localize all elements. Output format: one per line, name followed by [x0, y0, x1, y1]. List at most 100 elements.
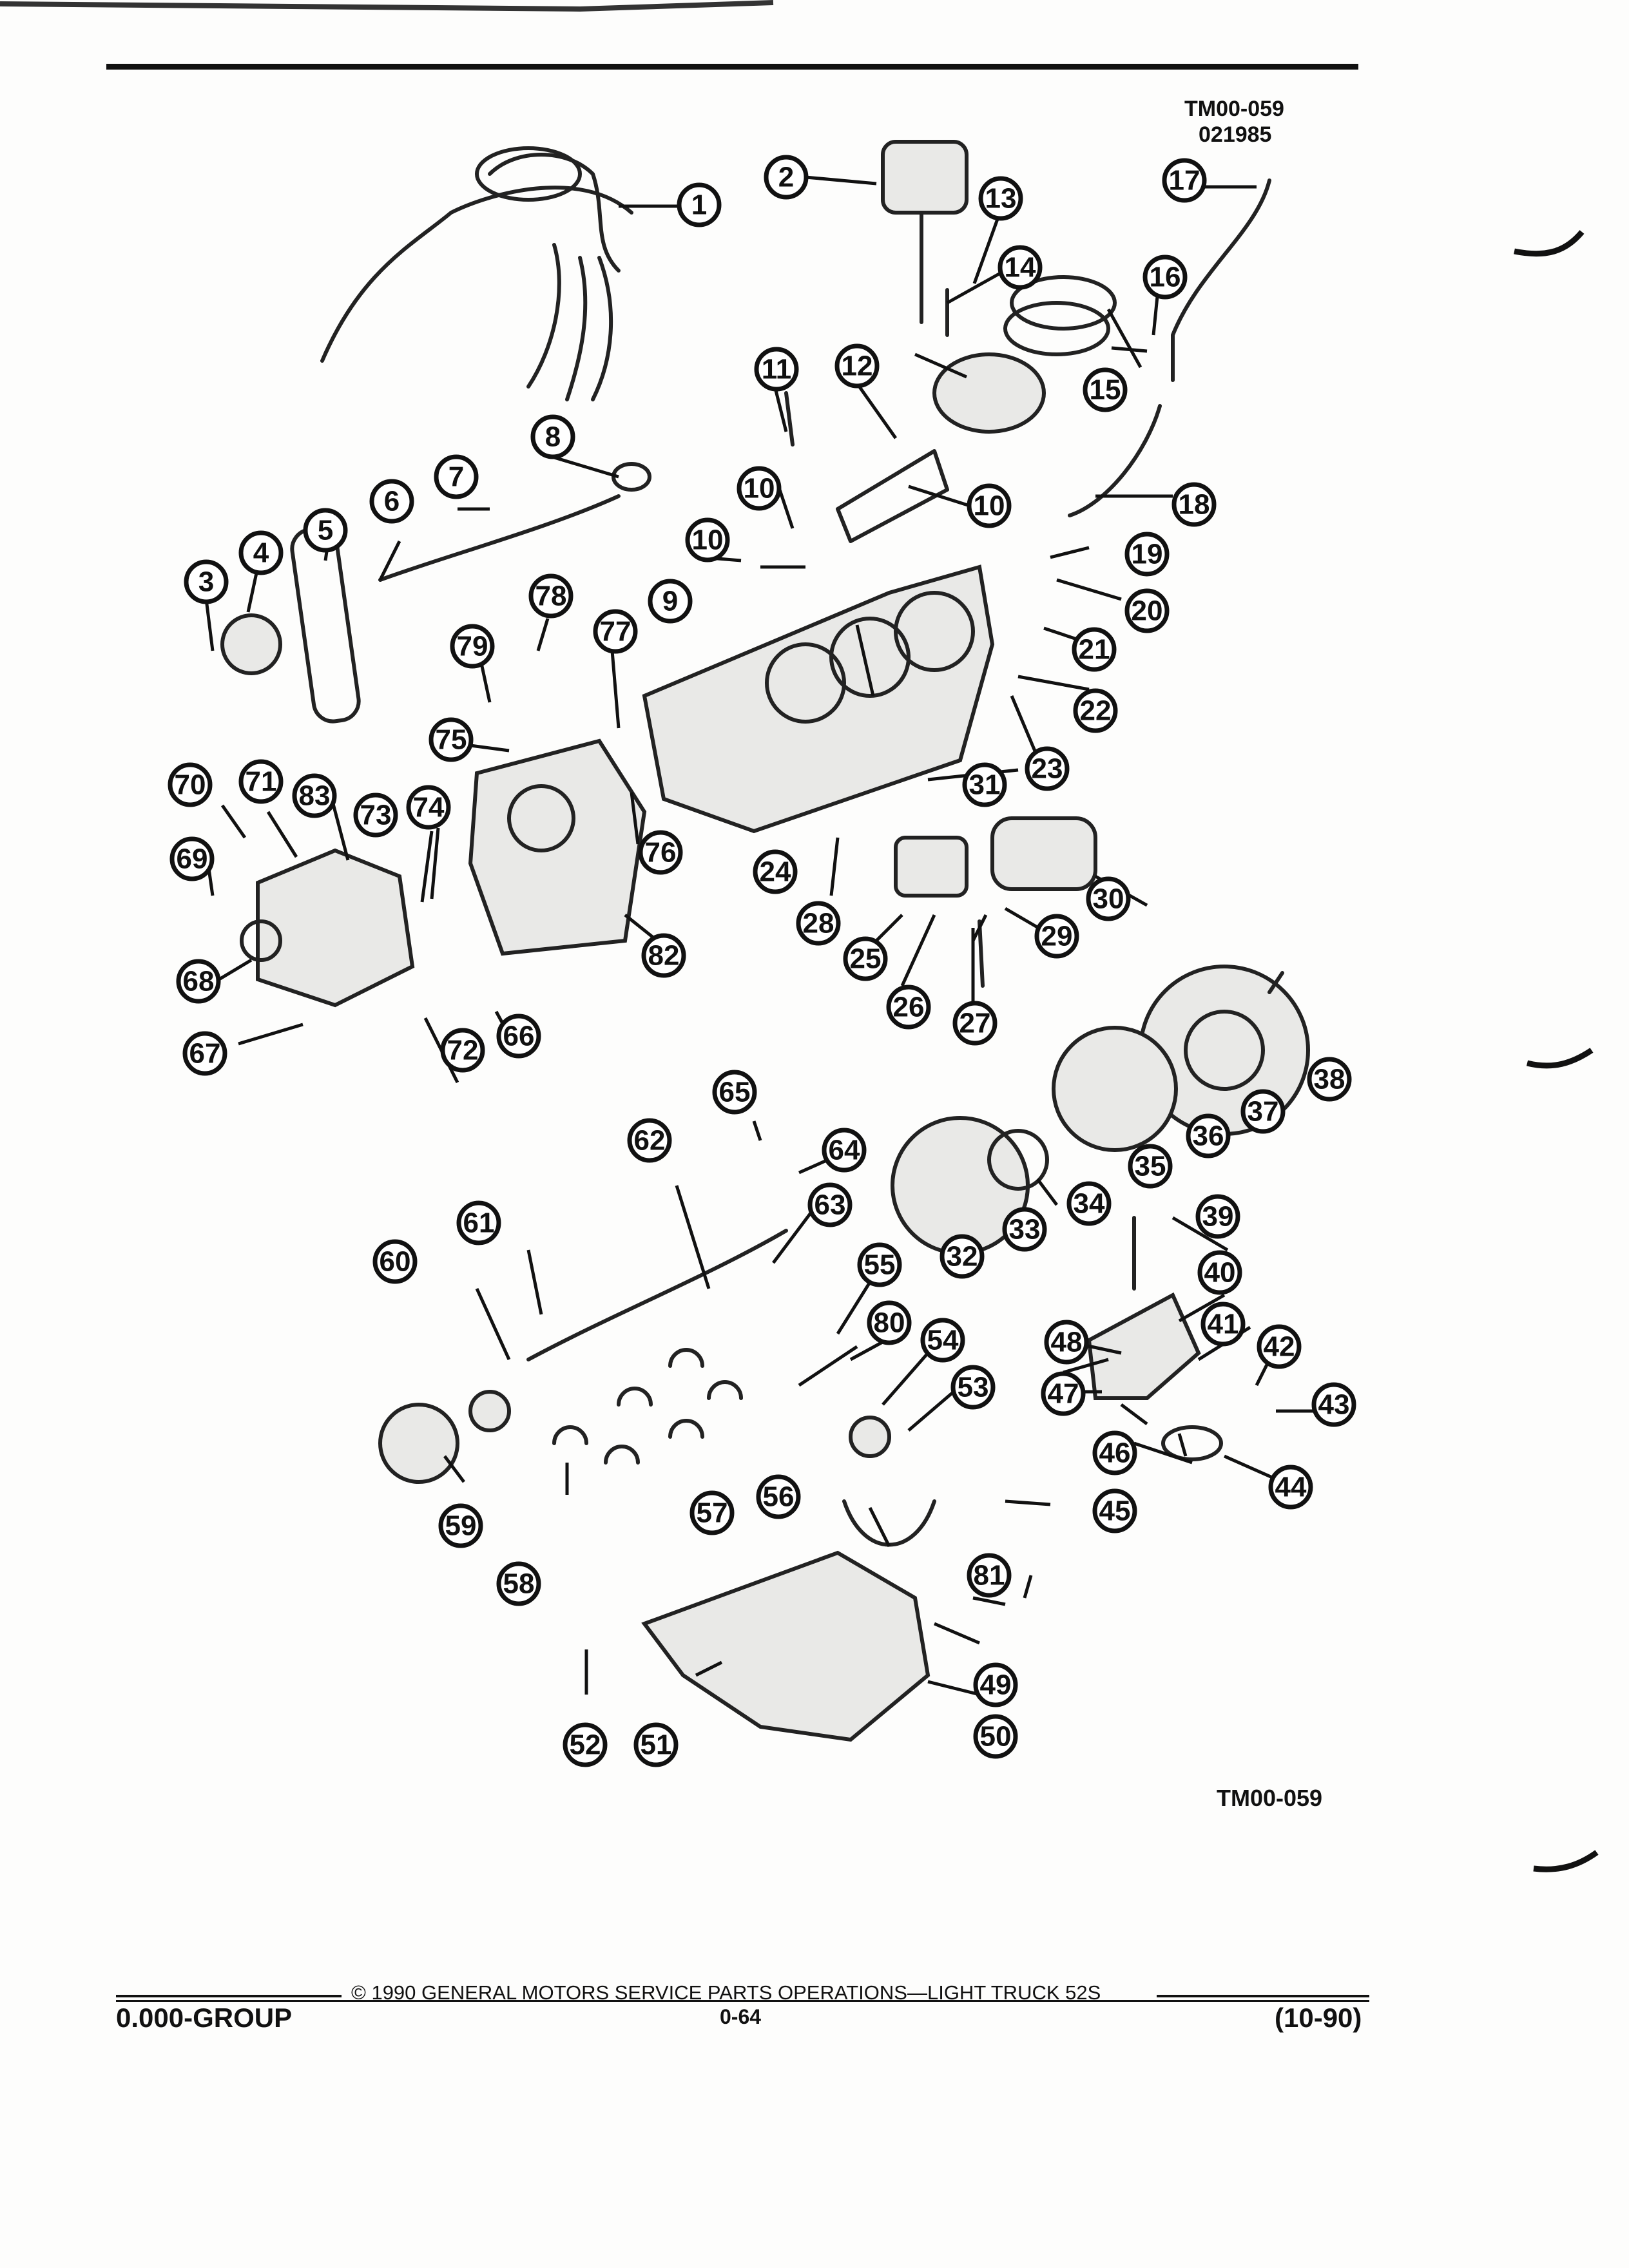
callout-35: 34 [1066, 1181, 1112, 1226]
svg-text:17: 17 [1169, 165, 1200, 197]
svg-text:7: 7 [448, 461, 464, 493]
callout-79: 78 [528, 573, 574, 619]
callout-42: 41 [1200, 1302, 1246, 1347]
callout-11: 10 [737, 466, 782, 511]
callout-22: 21 [1072, 627, 1117, 672]
callout-38: 37 [1240, 1089, 1286, 1134]
svg-text:48: 48 [1051, 1327, 1083, 1358]
callout-74: 73 [353, 793, 398, 838]
svg-text:22: 22 [1080, 695, 1112, 727]
callout-68: 67 [182, 1031, 227, 1076]
group-label: 0.000-GROUP [116, 2003, 293, 2033]
callout-76: 75 [429, 717, 474, 762]
svg-text:10: 10 [974, 490, 1005, 522]
svg-text:44: 44 [1275, 1472, 1307, 1503]
callout-41: 40 [1197, 1250, 1242, 1295]
figure-id-top: TM00-059 [1184, 97, 1284, 121]
callout-72: 71 [238, 759, 284, 804]
page-number: 0-64 [720, 2005, 762, 2028]
callout-53: 52 [563, 1722, 608, 1767]
callout-51: 50 [973, 1714, 1018, 1759]
svg-text:76: 76 [645, 837, 677, 869]
svg-text:53: 53 [958, 1372, 989, 1403]
callout-60: 59 [438, 1503, 483, 1548]
svg-text:8: 8 [545, 421, 561, 453]
svg-text:46: 46 [1099, 1437, 1131, 1469]
callout-66: 65 [712, 1070, 757, 1115]
callout-48: 47 [1041, 1371, 1086, 1416]
callout-17: 16 [1142, 255, 1188, 300]
callout-18: 17 [1162, 158, 1207, 203]
figure-code: 021985 [1199, 122, 1272, 147]
svg-text:45: 45 [1099, 1495, 1131, 1527]
callout-26: 25 [843, 936, 888, 981]
callout-25: 24 [753, 849, 798, 894]
callout-20: 19 [1124, 532, 1170, 577]
svg-text:51: 51 [641, 1729, 672, 1761]
svg-text:40: 40 [1204, 1257, 1236, 1289]
callout-55: 54 [920, 1318, 965, 1363]
svg-text:56: 56 [763, 1481, 795, 1513]
figure-id-bottom: TM00-059 [1217, 1785, 1323, 1811]
callout-12: 11 [754, 347, 799, 392]
callout-24: 23 [1025, 746, 1070, 791]
callout-23: 22 [1073, 688, 1118, 733]
callout-81: 80 [867, 1300, 912, 1345]
callout-63: 62 [627, 1118, 672, 1163]
callout-40: 39 [1195, 1194, 1240, 1239]
callout-8: 8 [530, 414, 575, 459]
svg-text:19: 19 [1132, 539, 1163, 570]
callout-9: 9 [648, 579, 693, 624]
svg-text:64: 64 [829, 1135, 860, 1166]
svg-text:81: 81 [974, 1560, 1005, 1591]
callout-50: 49 [973, 1662, 1018, 1707]
svg-text:39: 39 [1202, 1201, 1234, 1233]
svg-text:5: 5 [318, 515, 333, 546]
callout-1: 1 [677, 182, 722, 227]
svg-text:54: 54 [927, 1325, 959, 1356]
footer-rule-left [116, 1995, 342, 1997]
svg-text:47: 47 [1048, 1378, 1079, 1410]
callout-78: 77 [593, 609, 638, 654]
svg-text:18: 18 [1179, 489, 1210, 521]
svg-text:35: 35 [1135, 1151, 1166, 1182]
svg-text:50: 50 [980, 1721, 1012, 1753]
callout-44: 43 [1311, 1382, 1356, 1427]
svg-text:42: 42 [1264, 1331, 1295, 1363]
svg-text:72: 72 [447, 1035, 479, 1066]
svg-text:10: 10 [744, 473, 775, 505]
callout-64: 63 [807, 1182, 853, 1227]
svg-text:4: 4 [253, 537, 269, 569]
callout-46: 45 [1092, 1488, 1137, 1533]
svg-text:13: 13 [985, 183, 1017, 215]
callout-7: 7 [434, 454, 479, 499]
svg-text:78: 78 [535, 581, 567, 612]
callout-14: 13 [978, 176, 1023, 221]
callout-16: 15 [1083, 367, 1128, 412]
svg-text:28: 28 [803, 908, 834, 939]
callout-54: 53 [950, 1365, 996, 1410]
callout-69: 68 [176, 959, 221, 1004]
callout-49: 48 [1044, 1320, 1089, 1365]
svg-text:63: 63 [815, 1189, 846, 1221]
parts-illustration [220, 140, 1310, 1742]
callout-10b: 10 [685, 517, 730, 562]
svg-text:55: 55 [864, 1249, 896, 1281]
svg-text:9: 9 [662, 586, 678, 617]
callout-84: 83 [292, 773, 337, 818]
svg-text:26: 26 [893, 992, 925, 1023]
svg-text:1: 1 [691, 189, 707, 221]
svg-text:60: 60 [380, 1246, 411, 1278]
callout-28: 27 [952, 1001, 998, 1046]
svg-text:10: 10 [692, 524, 724, 556]
svg-text:77: 77 [600, 616, 631, 648]
svg-text:57: 57 [697, 1497, 728, 1529]
svg-text:29: 29 [1041, 921, 1073, 952]
callout-75: 74 [406, 785, 451, 830]
callout-4: 4 [238, 530, 284, 575]
date-code: (10-90) [1275, 2003, 1362, 2033]
svg-text:11: 11 [762, 354, 792, 385]
callout-73: 72 [440, 1028, 485, 1073]
callout-32: 31 [962, 762, 1007, 807]
